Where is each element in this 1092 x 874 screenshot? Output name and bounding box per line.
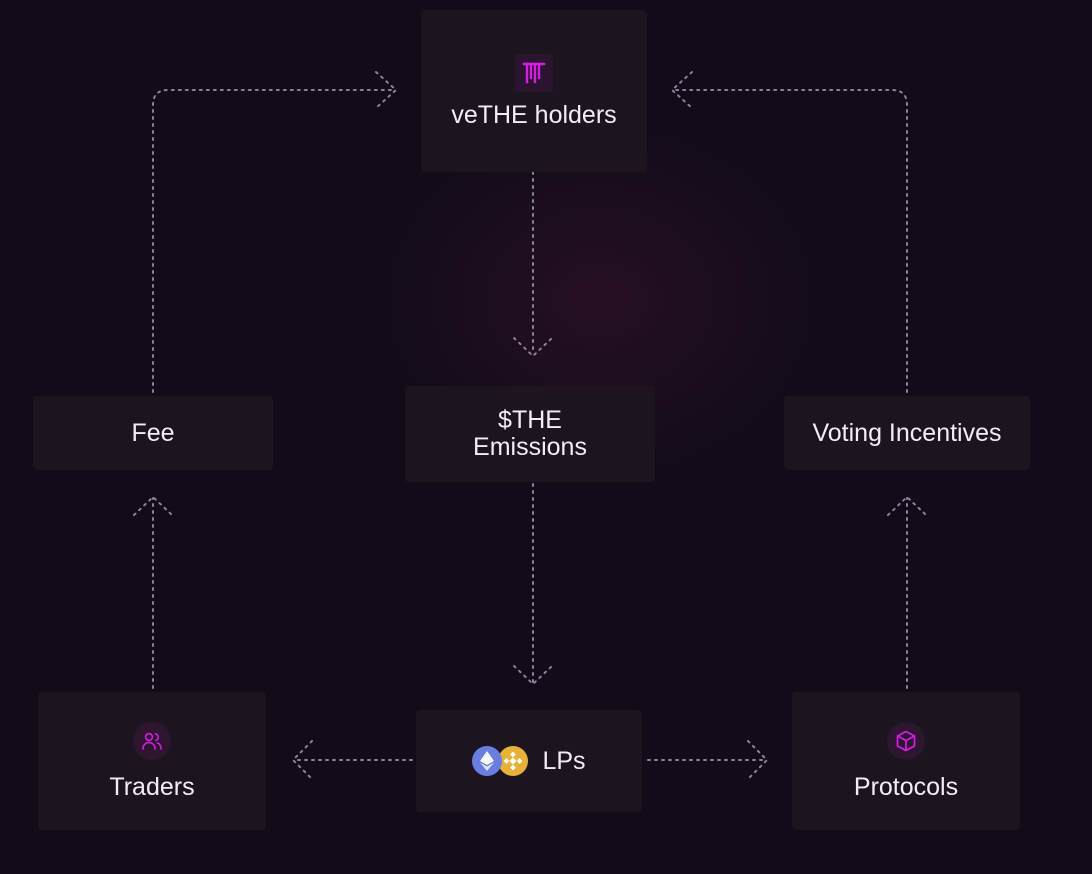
node-label-traders: Traders <box>109 772 195 801</box>
arrowhead-lps-to-traders <box>291 740 313 780</box>
users-icon <box>133 721 171 760</box>
edge-voting-incentives-to-vethe-holders <box>675 89 908 393</box>
node-label-fee: Fee <box>131 418 175 447</box>
node-label-emissions-line2: Emissions <box>473 433 587 461</box>
edge-fee-to-vethe-holders <box>152 89 393 393</box>
node-label-protocols: Protocols <box>853 772 959 801</box>
arrowhead-lps-to-protocols <box>747 740 769 780</box>
node-label-vethe-holders: veTHE holders <box>451 100 617 129</box>
node-protocols: Protocols <box>792 692 1020 830</box>
arrowhead-vethe-holders-to-emissions <box>513 337 553 358</box>
node-label-voting-incentives: Voting Incentives <box>812 418 1002 447</box>
lps-row: LPs <box>472 746 586 776</box>
node-fee: Fee <box>33 396 273 470</box>
cube-icon <box>887 721 925 760</box>
thena-logo-icon <box>515 53 553 92</box>
node-traders: Traders <box>38 692 266 830</box>
node-lps: LPs <box>416 710 642 812</box>
node-label-lps: LPs <box>542 746 586 775</box>
node-the-emissions: $THE Emissions <box>405 386 655 482</box>
ethereum-icon <box>472 746 503 776</box>
arrowhead-emissions-to-lps <box>513 665 553 686</box>
arrowhead-fee-to-vethe-holders <box>375 71 398 109</box>
node-label-emissions-line1: $THE <box>498 406 562 434</box>
arrowhead-traders-to-fee <box>133 495 173 516</box>
arrowhead-voting-incentives-to-vethe-holders <box>670 71 693 109</box>
bnb-icon <box>498 746 529 776</box>
arrowhead-protocols-to-voting-incentives <box>887 495 927 516</box>
node-voting-incentives: Voting Incentives <box>784 396 1030 470</box>
node-vethe-holders: veTHE holders <box>421 10 647 172</box>
